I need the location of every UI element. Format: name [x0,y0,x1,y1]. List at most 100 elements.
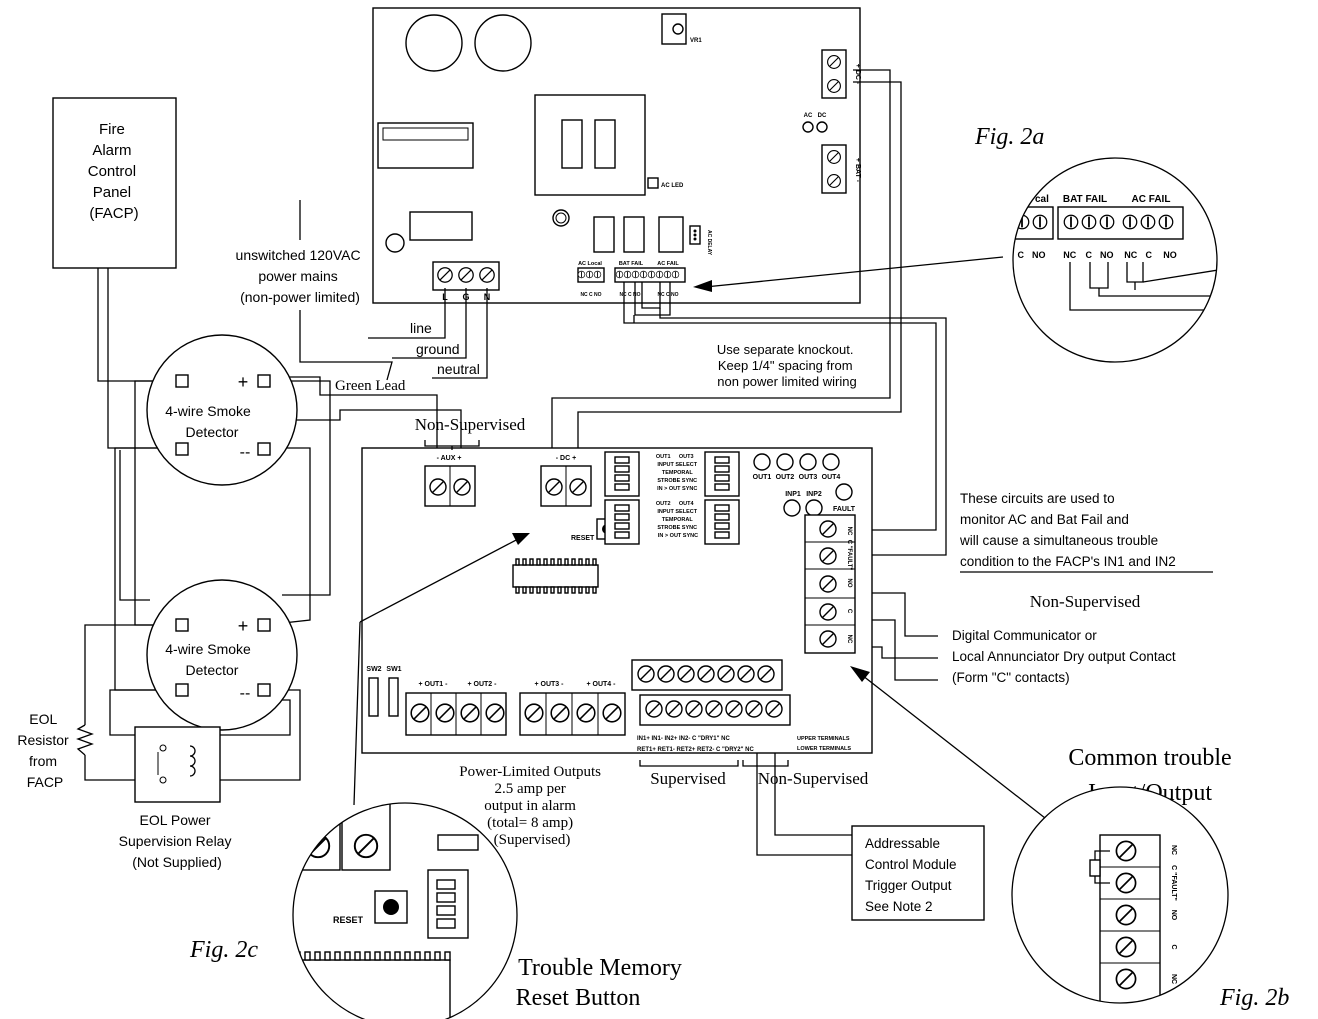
terminal-screw-icon [677,665,695,683]
svg-text:C: C [1170,944,1177,949]
chip-pin [414,951,421,961]
svg-text:NC: NC [1170,845,1177,855]
terminal-screw-icon [647,270,656,279]
relay-2 [623,216,645,253]
smoke-detector-2: + -- 4-wire Smoke Detector [146,579,298,731]
svg-text:These circuits are used to: These circuits are used to monitor AC an… [959,491,1176,569]
chip-pin [564,586,569,594]
svg-text:UPPER TERMINALS: UPPER TERMINALS [797,736,850,742]
svg-text:NC C NO: NC C NO [580,292,601,298]
smoke-detector-1: + -- 4-wire Smoke Detector [146,334,298,486]
terminal-screw-icon [717,665,735,683]
terminal-screw-icon [765,700,783,718]
terminal-screw-icon [663,270,672,279]
chip-pin [334,951,341,961]
aux-terminal: - AUX + [424,455,476,507]
green-lead-label: Green Lead [335,378,406,394]
main-board: - AUX + - DC + RESET OUT1 OUT3 INPU [0,0,873,754]
svg-text:Fig. 2a: Fig. 2a [974,124,1044,150]
svg-text:+ OUT3 -: + OUT3 - [535,681,565,688]
ac-dc-leds: AC DC [802,113,828,133]
bat-terminal-block: + BAT - [821,144,861,194]
terminal-screw-icon [585,270,594,279]
svg-text:- AUX +: - AUX + [437,455,462,462]
svg-text:NC: NC [0,0,5,2]
dip-switch-lever [714,513,730,521]
ac-led: AC LED [647,177,684,189]
dc-terminal-block: + DC - [821,49,861,99]
terminal-screw-icon [615,270,624,279]
dip-switch-lever [714,504,730,512]
svg-text:Reset Button: Reset Button [516,985,641,1011]
fuse-block [409,211,473,241]
svg-text:AC DELAY: AC DELAY [706,230,712,256]
dip-switch-lever [614,522,630,530]
svg-text:SW2: SW2 [366,666,381,673]
svg-text:IN1+ IN1- IN2+ IN2- C: IN1+ IN1- IN2+ IN2- C "DRY1" NC [637,736,730,742]
chip-pin [304,951,311,961]
svg-text:NO: NO [1170,910,1177,921]
chip-pin [515,586,520,594]
terminal-screw-icon [665,700,683,718]
dip-switches: OUT1 OUT3 INPUT SELECT TEMPORAL STROBE S… [604,451,740,545]
terminal-screw-icon [460,703,480,723]
terminal-screw-icon [637,665,655,683]
ac-delay-jumper: AC DELAY [689,225,712,256]
svg-text:+ OUT4 -: + OUT4 - [587,681,617,688]
svg-text:NC: NC [1170,974,1177,984]
ic-chip [512,558,599,594]
chip-pin [374,951,381,961]
svg-text:--: -- [240,685,251,702]
chip-pin [543,586,548,594]
svg-text:+ DC -: + DC - [854,64,861,85]
terminal-screw-icon [485,703,505,723]
svg-text:Power-Limited Outputs 2.: Power-Limited Outputs 2.5 amp per output… [459,764,605,848]
fault-terminal-strip: NC C "FAULT" NO C NC NC [0,0,856,654]
terminal-screw-icon [593,270,602,279]
sw-switches: SW2 SW1 [366,666,402,717]
terminal-screw-icon [550,703,570,723]
svg-text:Fig. 2c: Fig. 2c [189,937,258,963]
dip-switch-lever [714,522,730,530]
svg-text:Addressable Control Modu: Addressable Control Module Trigger Outpu… [865,836,960,914]
svg-text:--: -- [240,444,251,461]
terminal-screw-icon [623,270,632,279]
chip-pin [394,951,401,961]
svg-text:AC: AC [804,113,813,119]
rectifier [377,122,474,169]
svg-text:C NO NC: C NO NC C NO NC C NO [1017,250,1176,260]
svg-text:+ BAT -: + BAT - [854,158,861,183]
addressable-module-box: Addressable Control Module Trigger Outpu… [851,825,985,921]
chip-pin [522,558,527,566]
svg-text:NC: NC [846,527,852,536]
line-wire-label: line [410,320,432,336]
supervised-label: Supervised [650,769,726,788]
chip-pin [536,558,541,566]
dip-switch-lever [714,483,730,491]
svg-text:INP2: INP2 [806,491,822,498]
capacitor-1 [405,14,463,72]
svg-text:VR1: VR1 [690,38,702,44]
chip-pin [571,558,576,566]
vr1-potentiometer: VR1 [661,13,702,45]
svg-text:Common trouble: Common trouble [1068,745,1231,771]
chip-pin [557,586,562,594]
svg-text:AC FAIL: AC FAIL [1132,194,1171,205]
terminal-screw-icon [1081,214,1097,230]
terminal-screw-icon [1122,214,1138,230]
terminal-screw-icon [577,270,586,279]
terminal-screw-icon [685,700,703,718]
capacitor-2 [474,14,532,72]
terminal-screw-icon [745,700,763,718]
chip-pin [314,951,321,961]
chip-pin [585,586,590,594]
dip-switch-lever [614,474,630,482]
svg-text:NC C NO: NC C NO [657,292,678,298]
neutral-wire-label: neutral [437,361,480,377]
chip-pin [592,558,597,566]
svg-text:C: C [846,609,852,614]
svg-text:BAT FAIL: BAT FAIL [1063,194,1107,205]
chip-pin [344,951,351,961]
chip-pin [529,558,534,566]
svg-text:cal: cal [1035,194,1049,205]
